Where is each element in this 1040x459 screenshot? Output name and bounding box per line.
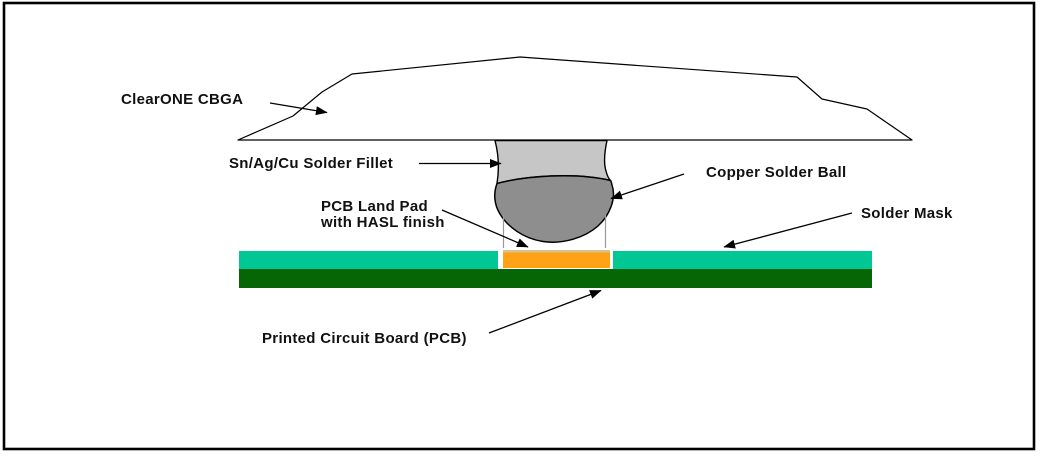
label-land-pad-line2: with HASL finish (321, 214, 445, 231)
label-solder-mask: Solder Mask (861, 205, 953, 222)
arrow-solder-mask (723, 212, 853, 249)
arrow-ball (610, 173, 685, 200)
solder-ball-shape (494, 175, 615, 243)
page-border (2, 1, 1036, 451)
label-land-pad-line1: PCB Land Pad (321, 198, 428, 215)
label-pcb: Printed Circuit Board (PCB) (262, 330, 467, 347)
pcb-layer (239, 269, 872, 288)
label-fillet: Sn/Ag/Cu Solder Fillet (229, 155, 394, 172)
label-package: ClearONE CBGA (121, 91, 244, 108)
hasl-finish-line (503, 250, 610, 253)
label-ball: Copper Solder Ball (706, 164, 847, 181)
label-land-pad: PCB Land Pad with HASL finish (321, 199, 445, 231)
solder-mask-left (239, 251, 498, 269)
solder-mask-right (613, 251, 872, 269)
arrow-package (269, 102, 328, 116)
land-pad (503, 250, 610, 268)
cbga-package-outline (237, 56, 913, 141)
arrow-land-pad (441, 209, 529, 248)
arrow-pcb (488, 289, 602, 334)
